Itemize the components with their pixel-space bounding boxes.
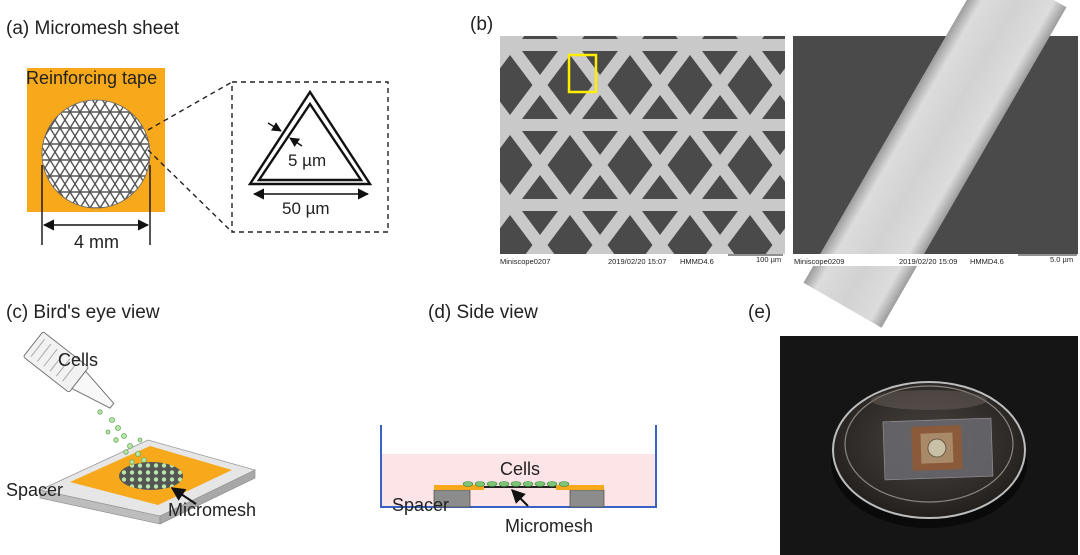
panel-a: (a) Micromesh sheet Reinforcing tape 5 µ… — [6, 18, 389, 252]
panel-a-label: (a) Micromesh sheet — [6, 18, 180, 39]
sem-left-sample: Miniscope0207 — [500, 257, 550, 266]
panel-e-label: (e) — [748, 302, 771, 323]
petri-dish-glare — [871, 390, 987, 410]
sem-band — [803, 0, 1067, 328]
dish-wall — [380, 425, 657, 508]
diameter-label: 4 mm — [74, 232, 119, 252]
sem-right-detector: HMMD4.6 — [970, 257, 1004, 266]
panel-d-label: (d) Side view — [428, 302, 538, 323]
side-tape-right — [556, 485, 604, 490]
sem-right-sample: Miniscope0209 — [794, 257, 844, 266]
zoom-line-top — [147, 81, 233, 131]
sem-left-detector: HMMD4.6 — [680, 257, 714, 266]
mesh-triangle-inner — [256, 101, 364, 182]
sem-right-infobar — [793, 254, 1078, 266]
device-mesh — [927, 438, 947, 458]
sem-left-infobar — [500, 254, 785, 266]
sem-right-scale: 5.0 µm — [1050, 255, 1073, 264]
side-tape-left — [434, 485, 484, 490]
zoom-line-bottom — [147, 149, 233, 233]
panel-b: (b) Miniscope0207 2019/02/20 15:07 HMMD4… — [470, 0, 1078, 328]
side-cells — [462, 481, 570, 487]
bird-micromesh-label: Micromesh — [168, 500, 256, 520]
line-width-arrow-b — [289, 137, 303, 147]
triangle-size-label: 50 µm — [282, 199, 330, 218]
pipette — [23, 331, 115, 409]
sem-right-datetime: 2019/02/20 15:09 — [899, 257, 957, 266]
sem-left-datetime: 2019/02/20 15:07 — [608, 257, 666, 266]
side-cells-label: Cells — [500, 459, 540, 479]
sem-highlight-box — [567, 53, 598, 94]
line-width-arrow-a — [267, 122, 282, 132]
sem-left-scale: 100 µm — [756, 255, 781, 264]
reinforcing-tape-label: Reinforcing tape — [26, 68, 157, 88]
panel-c-label: (c) Bird's eye view — [6, 302, 160, 323]
bird-spacer-label: Spacer — [6, 480, 63, 500]
bird-cells-label: Cells — [58, 350, 98, 370]
spacer-block-right — [569, 489, 605, 508]
panel-d: (d) Side view Cells Spacer Micromesh — [380, 302, 657, 536]
sem-right-cover-left — [785, 36, 793, 266]
sem-image-left — [500, 36, 785, 262]
line-width-label: 5 µm — [288, 151, 326, 170]
bird-micromesh-arrow — [170, 487, 197, 505]
panel-b-label: (b) — [470, 14, 493, 35]
side-spacer-label: Spacer — [392, 495, 449, 515]
panel-c: (c) Bird's eye view Cells Spacer — [6, 302, 257, 525]
bird-micromesh — [119, 462, 183, 490]
petri-dish-rim — [844, 385, 1014, 503]
side-micromesh-arrow — [511, 489, 529, 507]
panel-e: (e) — [748, 302, 1078, 555]
side-micromesh-label: Micromesh — [505, 516, 593, 536]
zoom-box — [231, 81, 389, 233]
falling-cells — [97, 409, 147, 465]
mesh-triangle-outer — [247, 89, 373, 186]
micromesh-circle — [42, 100, 150, 208]
